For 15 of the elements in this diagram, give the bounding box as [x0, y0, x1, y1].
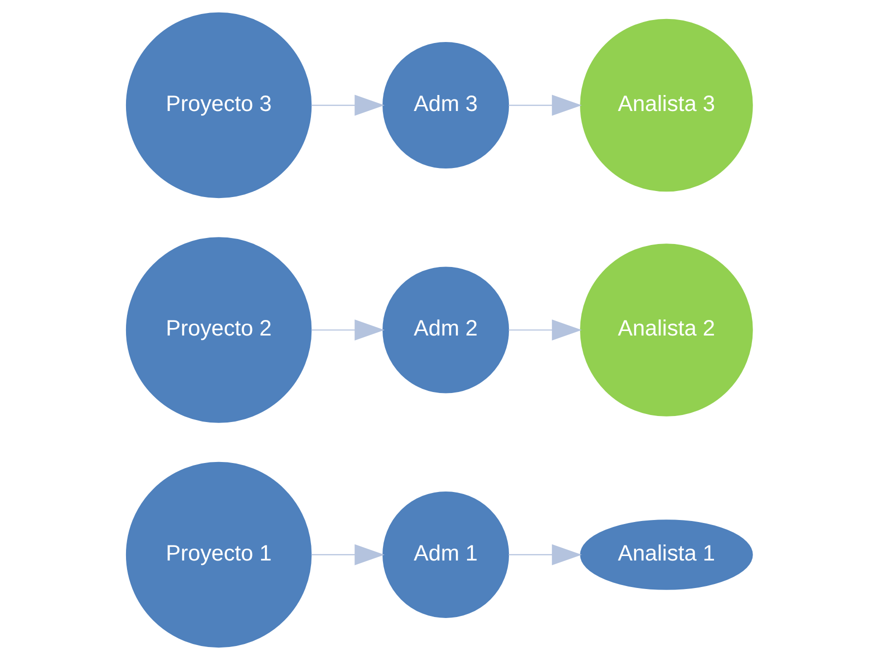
node-circle: Analista 3 [580, 18, 752, 192]
node-circle: Adm 3 [382, 42, 509, 169]
node-circle: Proyecto 3 [125, 12, 312, 198]
node-ellipse: Analista 1 [580, 520, 752, 590]
node-circle: Adm 2 [382, 266, 509, 394]
arrow [508, 544, 582, 566]
node-circle: Analista 2 [580, 244, 752, 416]
node-circle: Proyecto 2 [125, 237, 312, 423]
arrow [508, 94, 582, 116]
arrow [310, 320, 384, 340]
arrow [310, 544, 384, 566]
node-circle: Adm 1 [382, 491, 509, 618]
arrow [508, 320, 582, 340]
node-circle: Proyecto 1 [125, 462, 312, 648]
arrow [310, 94, 384, 116]
